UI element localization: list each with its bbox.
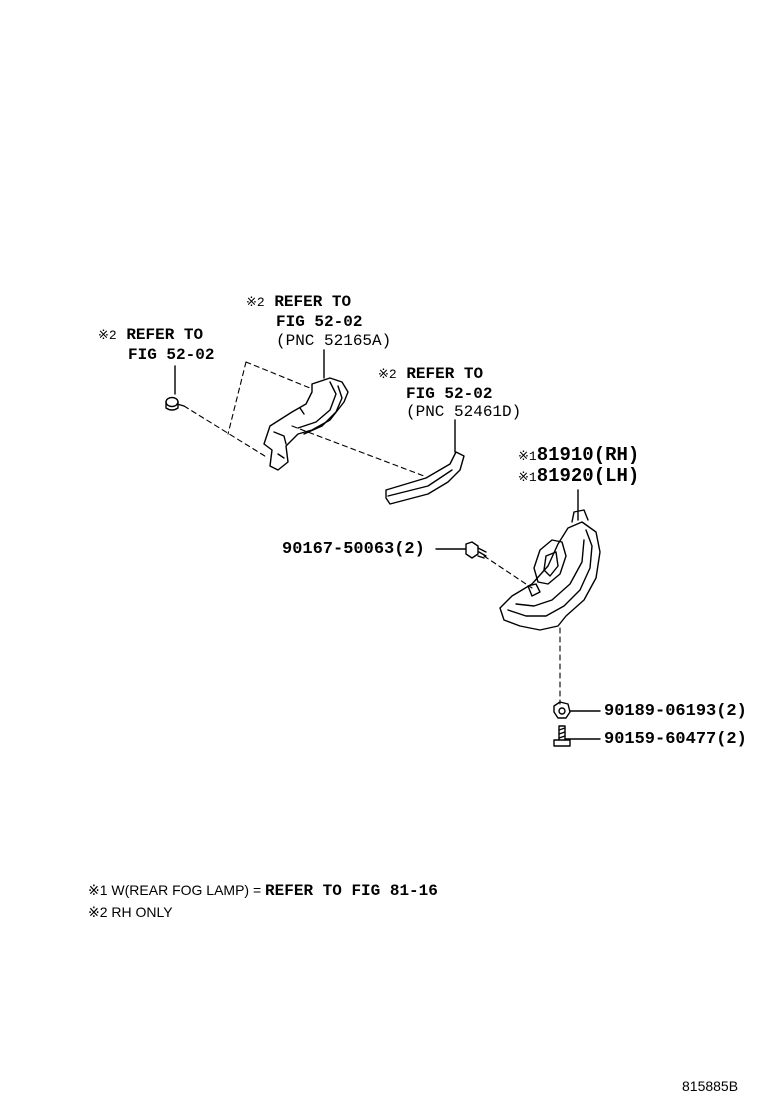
note-mark-2: ※2 (98, 328, 117, 343)
callout-bracket-ref: ※2 REFER TO (246, 292, 351, 313)
note-mark-2: ※2 (378, 367, 397, 382)
bolt-icon (553, 725, 571, 747)
part-number-lamp-rh: ※181910(RH) (518, 444, 639, 468)
fog-lamp-assembly-icon (499, 509, 601, 631)
assembly-dashed-lines (183, 361, 561, 705)
callout-strip-pnc: (PNC 52461D) (406, 403, 522, 421)
nut-icon (553, 701, 571, 719)
note-mark-1: ※1 (518, 470, 537, 485)
clip-fastener-icon (165, 396, 185, 411)
part-number-bolt: 90159-60477(2) (604, 730, 747, 749)
callout-strip-ref: ※2 REFER TO (378, 364, 483, 385)
footnote-1-ref: REFER TO FIG 81-16 (265, 882, 438, 900)
callout-bracket-fig: FIG 52-02 (276, 313, 363, 331)
footnote-1: ※1 W(REAR FOG LAMP) = REFER TO FIG 81-16 (88, 881, 438, 900)
callout-clip-ref: ※2 REFER TO (98, 325, 203, 346)
callout-clip-fig: FIG 52-02 (128, 346, 215, 364)
part-number-text: 81920(LH) (536, 465, 640, 487)
lamp-bracket-icon (263, 377, 349, 471)
screw-icon (465, 541, 487, 559)
footnote-2: ※2 RH ONLY (88, 904, 173, 920)
part-number-screw: 90167-50063(2) (282, 540, 425, 559)
callout-strip-fig: FIG 52-02 (406, 385, 493, 403)
refer-to-text: REFER TO (406, 365, 484, 383)
note-mark-1: ※1 (518, 449, 537, 464)
callout-bracket-pnc: (PNC 52165A) (276, 332, 392, 350)
part-number-nut: 90189-06193(2) (604, 702, 747, 721)
part-number-text: 81910(RH) (536, 444, 640, 466)
footnote-1-text: ※1 W(REAR FOG LAMP) = (88, 882, 266, 898)
leader-lines (174, 349, 601, 740)
figure-id: 815885B (682, 1078, 739, 1094)
refer-to-text: REFER TO (126, 326, 204, 344)
refer-to-text: REFER TO (274, 293, 352, 311)
part-number-lamp-lh: ※181920(LH) (518, 465, 639, 489)
note-mark-2: ※2 (246, 295, 265, 310)
seal-strip-icon (385, 451, 465, 505)
